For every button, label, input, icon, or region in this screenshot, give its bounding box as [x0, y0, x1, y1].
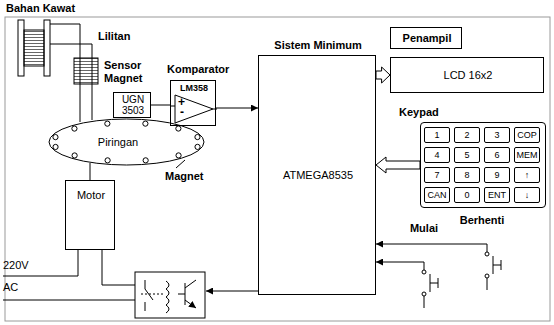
keypad-key: 8	[454, 167, 480, 183]
power-label: 220V	[3, 259, 29, 272]
microcontroller-box: Sistem MinimumATMEGA8535	[258, 55, 376, 295]
node-text: Motor	[66, 189, 116, 202]
stop-button: Berhenti	[452, 214, 512, 310]
comparator-box: KomparatorLM358	[170, 80, 216, 126]
start-button: Mulai	[402, 222, 446, 312]
relay-driver	[135, 272, 205, 318]
signal-line	[216, 108, 258, 109]
node-text: LCD 16x2	[391, 69, 545, 82]
pin-sign: -	[180, 106, 184, 120]
switch-symbol	[402, 222, 446, 312]
node-text: UGN 3503	[114, 94, 152, 117]
switch-symbol	[452, 214, 512, 310]
signal-line	[376, 244, 452, 245]
bus-arrow	[376, 157, 420, 173]
keypad-key: ↑	[514, 167, 540, 183]
node-text: Penampil	[391, 32, 463, 45]
keypad-key: 9	[484, 167, 510, 183]
keypad-key: 2	[454, 127, 480, 143]
heading-text: Sensor Magnet	[104, 59, 166, 84]
control-wire	[206, 291, 258, 292]
power-label: AC	[3, 281, 18, 294]
keypad-key: ↓	[514, 187, 540, 203]
keypad-key: 5	[454, 147, 480, 163]
keypad-key: 4	[424, 147, 450, 163]
keypad-key: MEM	[514, 147, 540, 163]
node-text: Berhenti	[452, 214, 512, 227]
motor-box: Motor	[65, 180, 115, 250]
sensor-box: Sensor MagnetUGN 3503	[113, 92, 151, 118]
signal-line	[151, 105, 170, 106]
bus-arrow	[376, 67, 390, 83]
signal-line	[90, 163, 91, 180]
node-text: Mulai	[402, 222, 446, 235]
part-label: Lilitan	[98, 30, 130, 43]
node-text: Keypad	[399, 106, 439, 119]
heading-text: Sistem Minimum	[253, 39, 383, 52]
winding	[74, 24, 98, 122]
outer-frame	[5, 17, 550, 321]
power-wire	[3, 250, 135, 300]
keypad-key: 0	[454, 187, 480, 203]
keypad-key: 3	[484, 127, 510, 143]
disc: Piringan	[48, 118, 205, 166]
node-text: LM358	[171, 83, 217, 93]
node-text: Piringan	[68, 136, 168, 149]
part-label: Magnet	[165, 170, 204, 183]
node-text: ATMEGA8535	[259, 169, 377, 182]
keypad-key: ENT	[484, 187, 510, 203]
keypad-key: 1	[424, 127, 450, 143]
signal-line	[376, 262, 402, 263]
lcd-box: LCD 16x2	[390, 57, 544, 93]
keypad-key: 6	[484, 147, 510, 163]
keypad-key: COP	[514, 127, 540, 143]
leader-line	[176, 160, 185, 168]
heading-text: Komparator	[167, 63, 229, 76]
part-label: Bahan Kawat	[6, 2, 75, 15]
display-title-box: Penampil	[390, 27, 462, 49]
keypad-key: 7	[424, 167, 450, 183]
keypad-key: CAN	[424, 187, 450, 203]
